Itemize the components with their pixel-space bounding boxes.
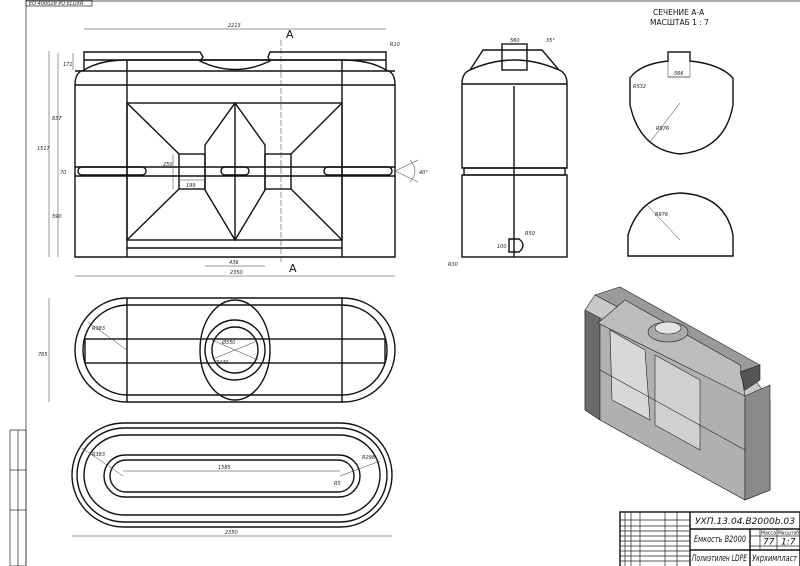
dim-d440: Ø440 (214, 359, 228, 366)
dim-2350: 2350 (230, 270, 243, 276)
title-block: УХП.13.04.В2000b.03 Емкость В2000 Масса … (619, 511, 800, 566)
plan-view-top: Ø350 Ø440 R383 765 (38, 297, 396, 403)
dim-171: 171 (63, 62, 73, 68)
section-scale: МАСШТАБ 1 : 7 (650, 18, 709, 27)
dim-angle: 40° (419, 170, 428, 176)
sheet-frame: ЕО 400028 УО ЕLUХR (9, 0, 800, 566)
dim-436: 436 (229, 260, 239, 266)
dim-d350: Ø350 (221, 339, 235, 346)
isometric-view (584, 286, 771, 501)
dim-r383-bottom: R383 (92, 452, 105, 458)
company: Укрхимпласт (752, 554, 798, 564)
dim-765: 765 (38, 352, 48, 358)
section-a-a: СЕЧЕНИЕ А-А МАСШТАБ 1 : 7 566 R532 R976 … (627, 8, 734, 257)
mass-label: Масса (761, 531, 776, 537)
dim-1585: 1585 (218, 465, 231, 471)
dim-2213: 2213 (228, 23, 241, 29)
dim-199: 199 (186, 183, 196, 189)
plan-view-bottom: 1585 R298 R5 R383 2350 (71, 422, 393, 537)
dim-r30: R30 (448, 262, 458, 268)
section-mark-top: A (286, 28, 294, 41)
dim-r383-top: R383 (92, 326, 105, 332)
dim-r298: R298 (362, 455, 375, 461)
dim-1517: 1517 (37, 146, 51, 152)
dim-70: 70 (60, 170, 66, 176)
material: Полиэтилен LDPE (692, 554, 747, 564)
dim-r5: R5 (334, 481, 341, 487)
dim-837: 837 (52, 116, 62, 122)
front-view: 2213 R10 171 837 1517 70 590 250 199 436… (37, 23, 428, 277)
dim-100: 100 (497, 244, 507, 250)
dim-r50: R50 (525, 231, 535, 237)
dim-560: 560 (510, 38, 520, 44)
section-title: СЕЧЕНИЕ А-А (653, 8, 705, 17)
dim-566: 566 (674, 71, 684, 77)
dim-250: 250 (163, 162, 173, 168)
dim-35deg: 35° (546, 38, 555, 44)
section-mark-bottom: A (289, 262, 297, 275)
scale-value: 1:7 (781, 538, 796, 548)
part-name: Емкость В2000 (694, 535, 746, 545)
dim-r976-lower: R976 (655, 212, 668, 218)
dim-590: 590 (52, 214, 62, 220)
dim-2350-plan: 2350 (225, 530, 238, 536)
dim-r532: R532 (633, 84, 646, 90)
dim-r976-upper: R976 (656, 126, 669, 132)
side-view: 560 35° R50 100 R30 (448, 38, 568, 268)
dim-r10: R10 (390, 42, 400, 48)
scale-label: Масштаб (778, 531, 799, 537)
stamp-text: ЕО 400028 УО ЕLUХR (29, 1, 83, 7)
drawing-designation: УХП.13.04.В2000b.03 (695, 517, 795, 527)
mass-value: 77 (763, 538, 775, 548)
